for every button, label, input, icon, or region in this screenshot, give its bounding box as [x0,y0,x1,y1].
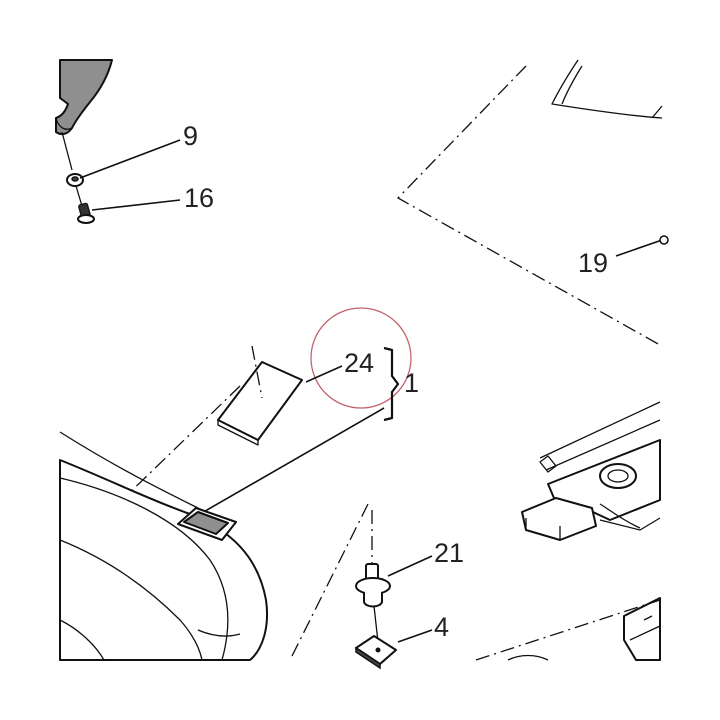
clip-edge-bottom [507,654,549,661]
fastener-part-21 [355,563,391,608]
leader-line-4 [397,629,433,643]
callout-16: 16 [184,183,214,213]
highlight-circle [310,307,412,409]
part-19-edge [659,235,669,245]
callout-19: 19 [578,248,608,278]
callout-9: 9 [183,121,198,151]
clip-part-4 [355,635,397,670]
main-cover-bottom-left [59,431,268,661]
hinge-mechanism-right [521,401,661,661]
washer-part-9 [66,173,84,187]
callout-21: 21 [434,538,464,568]
leader-line-21 [387,555,433,577]
cover-part-top-right [551,59,663,119]
dashed-outline-top-right [396,65,661,346]
leader-line-24 [305,365,343,383]
bracket-top-left [55,59,113,171]
brace-group-1 [383,346,400,422]
leader-line-1 [199,407,385,515]
callout-1: 1 [404,368,419,398]
screw-part-16 [75,185,95,224]
leader-line-9 [79,139,181,179]
guide-line-21-to-4 [373,605,379,643]
callout-4: 4 [434,612,449,642]
guide-line-24 [251,345,263,399]
guide-line-fastener [289,503,369,661]
guide-line-lower-right [475,599,661,661]
leader-line-19 [615,239,663,257]
pad-part-24 [217,361,303,446]
leader-line-16 [91,199,181,211]
callout-24: 24 [344,348,374,378]
